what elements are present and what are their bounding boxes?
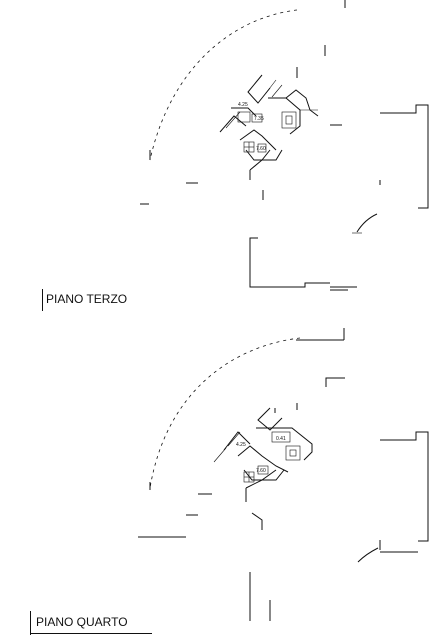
building-outline-right (380, 431, 429, 542)
central-core-third: 7.35 4.25 7.60 (219, 74, 319, 180)
room-mark: 4.25 (236, 442, 246, 448)
arc-detail (356, 213, 378, 233)
room-mark: 7.60 (256, 146, 266, 152)
label-marker-fourth (30, 611, 31, 635)
label-marker-third (42, 289, 43, 311)
plan-third-floor: 7.35 4.25 7.60 (140, 0, 429, 291)
room-mark: 7.60 (256, 468, 266, 474)
floor-label-fourth: PIANO QUARTO (36, 615, 128, 629)
room-mark: 0.41 (276, 436, 286, 442)
floor-label-third: PIANO TERZO (46, 292, 128, 306)
central-core-fourth: 0.41 4.25 7.60 (213, 407, 313, 530)
room-mark: 7.35 (254, 116, 264, 122)
curved-facade-fourth (149, 337, 301, 489)
building-outline-right (380, 104, 429, 209)
plan-fourth-floor: 0.41 4.25 7.60 (138, 328, 429, 621)
arc-detail (357, 547, 379, 563)
room-mark: 4.25 (238, 102, 248, 108)
wall-segment (325, 377, 345, 387)
building-outline-bottom (249, 237, 330, 288)
label-underline-fourth (30, 633, 152, 634)
curved-facade-third (149, 9, 298, 161)
